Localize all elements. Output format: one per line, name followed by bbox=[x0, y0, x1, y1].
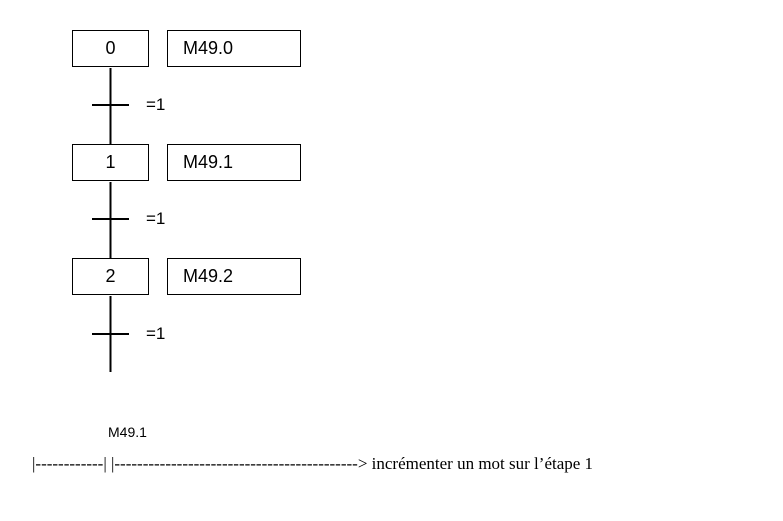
step-number: 1 bbox=[105, 152, 116, 172]
step-box-0: 0 bbox=[72, 30, 149, 67]
step-box-2: 2 bbox=[72, 258, 149, 295]
action-box-0: M49.0 bbox=[167, 30, 301, 67]
step-number: 0 bbox=[105, 38, 116, 58]
step-box-1: 1 bbox=[72, 144, 149, 181]
receptivity-2: =1 bbox=[146, 324, 166, 343]
action-label: M49.2 bbox=[183, 266, 234, 286]
action-label: M49.1 bbox=[183, 152, 234, 172]
step-number: 2 bbox=[105, 266, 116, 286]
action-box-2: M49.2 bbox=[167, 258, 301, 295]
action-label: M49.0 bbox=[183, 38, 234, 58]
receptivity-1: =1 bbox=[146, 209, 166, 228]
receptivity-0: =1 bbox=[146, 95, 166, 114]
ladder-contact-label: M49.1 bbox=[108, 424, 147, 440]
ladder-rung: |------------| |------------------------… bbox=[32, 454, 594, 473]
action-box-1: M49.1 bbox=[167, 144, 301, 181]
